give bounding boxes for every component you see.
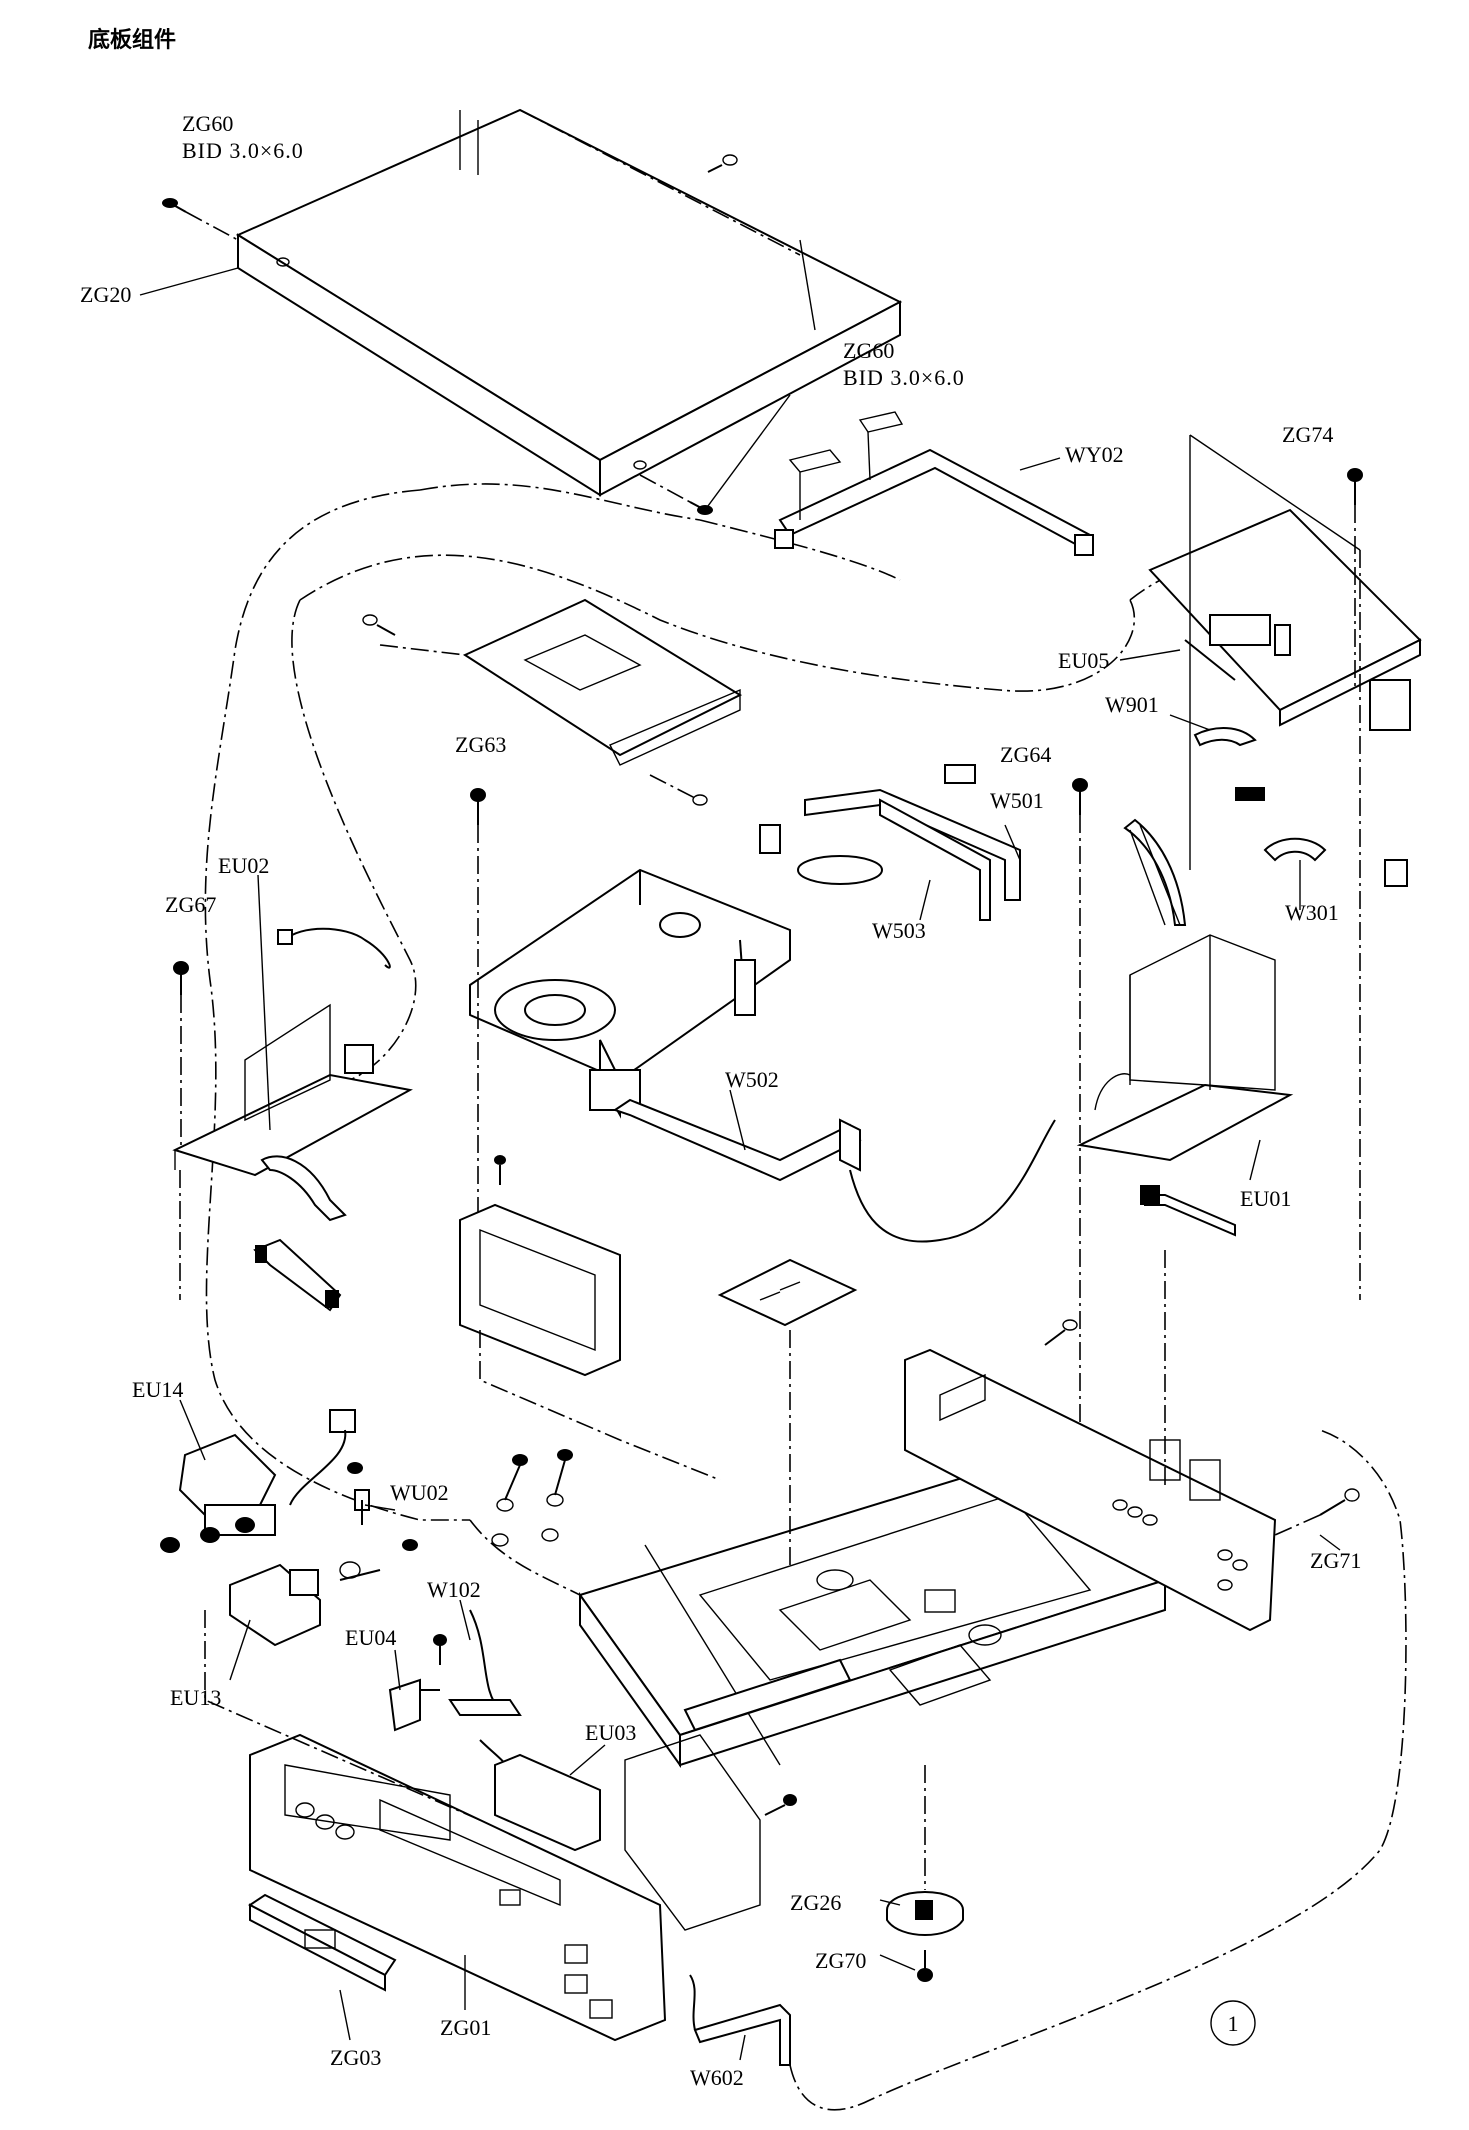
flex-w501-w503: [759, 764, 1021, 921]
bracket-eu01: [1140, 1185, 1236, 1237]
label-eu14: EU14: [132, 1377, 183, 1402]
label-zg03: ZG03: [330, 2045, 381, 2070]
screw-zg63: [470, 788, 486, 1220]
label-eu02: EU02: [218, 853, 269, 878]
svg-text:1: 1: [1228, 2011, 1239, 2036]
label-w502: W502: [725, 1067, 779, 1092]
screw-shield-bottom: [649, 774, 708, 806]
screw-cluster: [491, 1449, 573, 1547]
screw-rear-top: [1044, 1319, 1078, 1346]
label-eu03: EU03: [585, 1720, 636, 1745]
label-w503: W503: [872, 918, 926, 943]
label-zg20: ZG20: [80, 282, 131, 307]
label-sticker: [717, 1258, 858, 1327]
label-zg01: ZG01: [440, 2015, 491, 2040]
door-zg03: [248, 1893, 397, 1992]
front-bracket: [459, 1155, 621, 1377]
screw-zg60-top: [162, 198, 239, 241]
label-zg60-mid: ZG60: [843, 338, 894, 363]
shield-plate: [379, 598, 743, 766]
board-eu04: [388, 1634, 447, 1732]
flex-w502: [612, 1098, 1056, 1243]
screw-zg70: [917, 1950, 933, 1982]
label-zg67: ZG67: [165, 892, 216, 917]
screw-zg71: [1274, 1488, 1360, 1536]
board-eu05: [1148, 508, 1422, 731]
label-w501: W501: [990, 788, 1044, 813]
cable-w301: [1263, 837, 1408, 887]
screw-right-top: [707, 154, 738, 173]
cable-wy02: [774, 411, 1094, 556]
label-wu02: WU02: [390, 1480, 449, 1505]
label-w901: W901: [1105, 692, 1159, 717]
label-wy02: WY02: [1065, 442, 1124, 467]
board-eu02: [172, 927, 413, 1300]
board-eu01: [1076, 934, 1294, 1162]
label-eu01: EU01: [1240, 1186, 1291, 1211]
ribbon-cable: [1123, 818, 1187, 926]
label-zg60-top-spec: BID 3.0×6.0: [182, 138, 304, 163]
label-zg70: ZG70: [815, 1948, 866, 1973]
cable-w602: [689, 1974, 791, 2066]
label-eu04: EU04: [345, 1625, 396, 1650]
page-title: 底板组件: [88, 28, 177, 53]
label-w102: W102: [427, 1577, 481, 1602]
screw-zg67: [173, 961, 189, 1150]
label-zg74: ZG74: [1282, 422, 1333, 447]
board-eu03: [494, 1734, 797, 1931]
label-eu13: EU13: [170, 1685, 221, 1710]
label-w602: W602: [690, 2065, 744, 2090]
screw-zg64: [1072, 778, 1088, 1530]
rear-panel: [904, 1348, 1277, 1632]
chassis-base: [578, 1443, 1167, 1769]
label-w301: W301: [1285, 900, 1339, 925]
small-bracket-left: [253, 1238, 342, 1312]
top-cover: [235, 108, 903, 497]
screw-zg60-mid: [639, 474, 713, 515]
label-zg60-mid-spec: BID 3.0×6.0: [843, 365, 965, 390]
board-eu14: [160, 1409, 356, 1553]
label-zg63: ZG63: [455, 732, 506, 757]
label-zg71: ZG71: [1310, 1548, 1361, 1573]
screw-zg-shield: [362, 614, 396, 636]
label-zg64: ZG64: [1000, 742, 1051, 767]
board-eu13: [229, 1539, 418, 1647]
label-zg60-top: ZG60: [182, 111, 233, 136]
label-zg26: ZG26: [790, 1890, 841, 1915]
screw-zg74: [1347, 468, 1363, 690]
foot-zg26: [886, 1765, 964, 1936]
front-panel-zg01: [249, 1733, 667, 2042]
cd-loader: [469, 868, 791, 1119]
label-eu05: EU05: [1058, 648, 1109, 673]
cable-w901: [1193, 727, 1265, 801]
cable-wu02: [347, 1462, 370, 1525]
figure-number: 1: [1210, 2000, 1256, 2046]
